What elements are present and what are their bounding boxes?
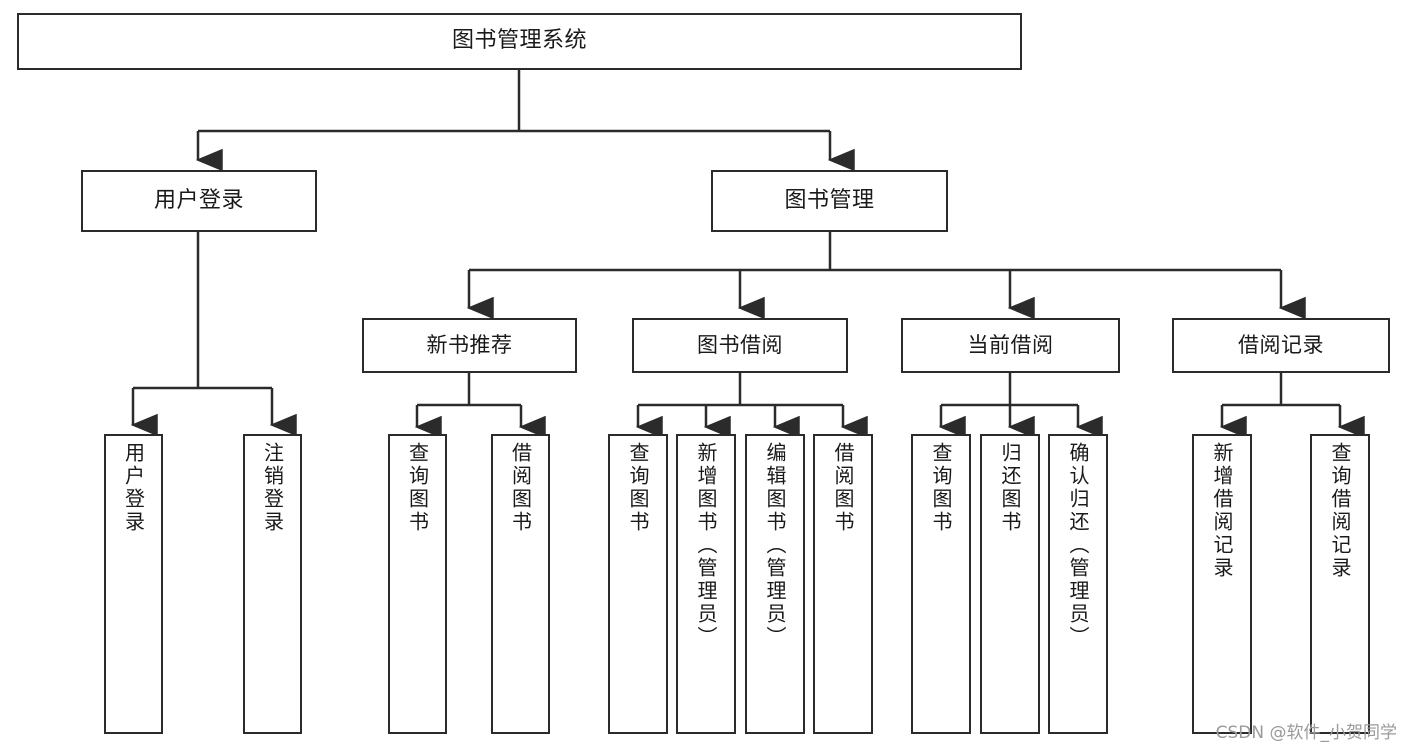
node-leaf-borrow-book-1-label: 借阅图书 <box>508 442 533 534</box>
node-user-login-label: 用户登录 <box>153 187 244 213</box>
node-leaf-edit-book-label: 编辑图书（管理员） <box>763 442 787 649</box>
node-leaf-borrow-book-1[interactable]: 借阅图书 <box>491 434 550 734</box>
node-leaf-add-book[interactable]: 新增图书（管理员） <box>676 434 736 734</box>
node-leaf-borrow-book-2[interactable]: 借阅图书 <box>813 434 873 734</box>
node-leaf-user-login[interactable]: 用户登录 <box>104 434 163 734</box>
node-book-borrow[interactable]: 图书借阅 <box>632 318 848 373</box>
node-current-borrow-label: 当前借阅 <box>967 332 1054 357</box>
node-borrow-record-label: 借阅记录 <box>1238 332 1324 357</box>
node-leaf-return-book-label: 归还图书 <box>998 442 1022 534</box>
node-user-login[interactable]: 用户登录 <box>81 170 317 232</box>
node-leaf-confirm-return-label: 确认归还（管理员） <box>1066 442 1090 649</box>
node-root-label: 图书管理系统 <box>451 28 587 54</box>
node-leaf-logout-login[interactable]: 注销登录 <box>243 434 302 734</box>
node-leaf-return-book[interactable]: 归还图书 <box>980 434 1040 734</box>
node-leaf-query-book-2-label: 查询图书 <box>626 442 650 534</box>
node-leaf-add-record-label: 新增借阅记录 <box>1210 442 1234 580</box>
node-new-book-recommend-label: 新书推荐 <box>426 332 513 357</box>
node-leaf-query-book-3-label: 查询图书 <box>929 442 953 534</box>
node-leaf-edit-book[interactable]: 编辑图书（管理员） <box>745 434 805 734</box>
node-current-borrow[interactable]: 当前借阅 <box>901 318 1120 373</box>
csdn-watermark: CSDN @软件_小贺同学 <box>1215 723 1397 743</box>
node-leaf-query-book-2[interactable]: 查询图书 <box>608 434 668 734</box>
node-leaf-user-login-label: 用户登录 <box>121 442 146 534</box>
node-book-management-label: 图书管理 <box>784 187 875 213</box>
node-leaf-query-book-1[interactable]: 查询图书 <box>388 434 447 734</box>
node-leaf-query-record[interactable]: 查询借阅记录 <box>1310 434 1370 734</box>
node-leaf-query-record-label: 查询借阅记录 <box>1328 442 1352 580</box>
node-leaf-add-book-label: 新增图书（管理员） <box>694 442 718 649</box>
node-leaf-query-book-1-label: 查询图书 <box>405 442 430 534</box>
node-book-management[interactable]: 图书管理 <box>711 170 948 232</box>
node-leaf-confirm-return[interactable]: 确认归还（管理员） <box>1048 434 1108 734</box>
node-leaf-borrow-book-2-label: 借阅图书 <box>831 442 855 534</box>
node-borrow-record[interactable]: 借阅记录 <box>1172 318 1390 373</box>
node-leaf-query-book-3[interactable]: 查询图书 <box>911 434 971 734</box>
node-root[interactable]: 图书管理系统 <box>17 13 1022 70</box>
node-leaf-logout-login-label: 注销登录 <box>260 442 285 534</box>
node-new-book-recommend[interactable]: 新书推荐 <box>362 318 577 373</box>
node-book-borrow-label: 图书借阅 <box>697 332 783 357</box>
node-leaf-add-record[interactable]: 新增借阅记录 <box>1192 434 1252 734</box>
